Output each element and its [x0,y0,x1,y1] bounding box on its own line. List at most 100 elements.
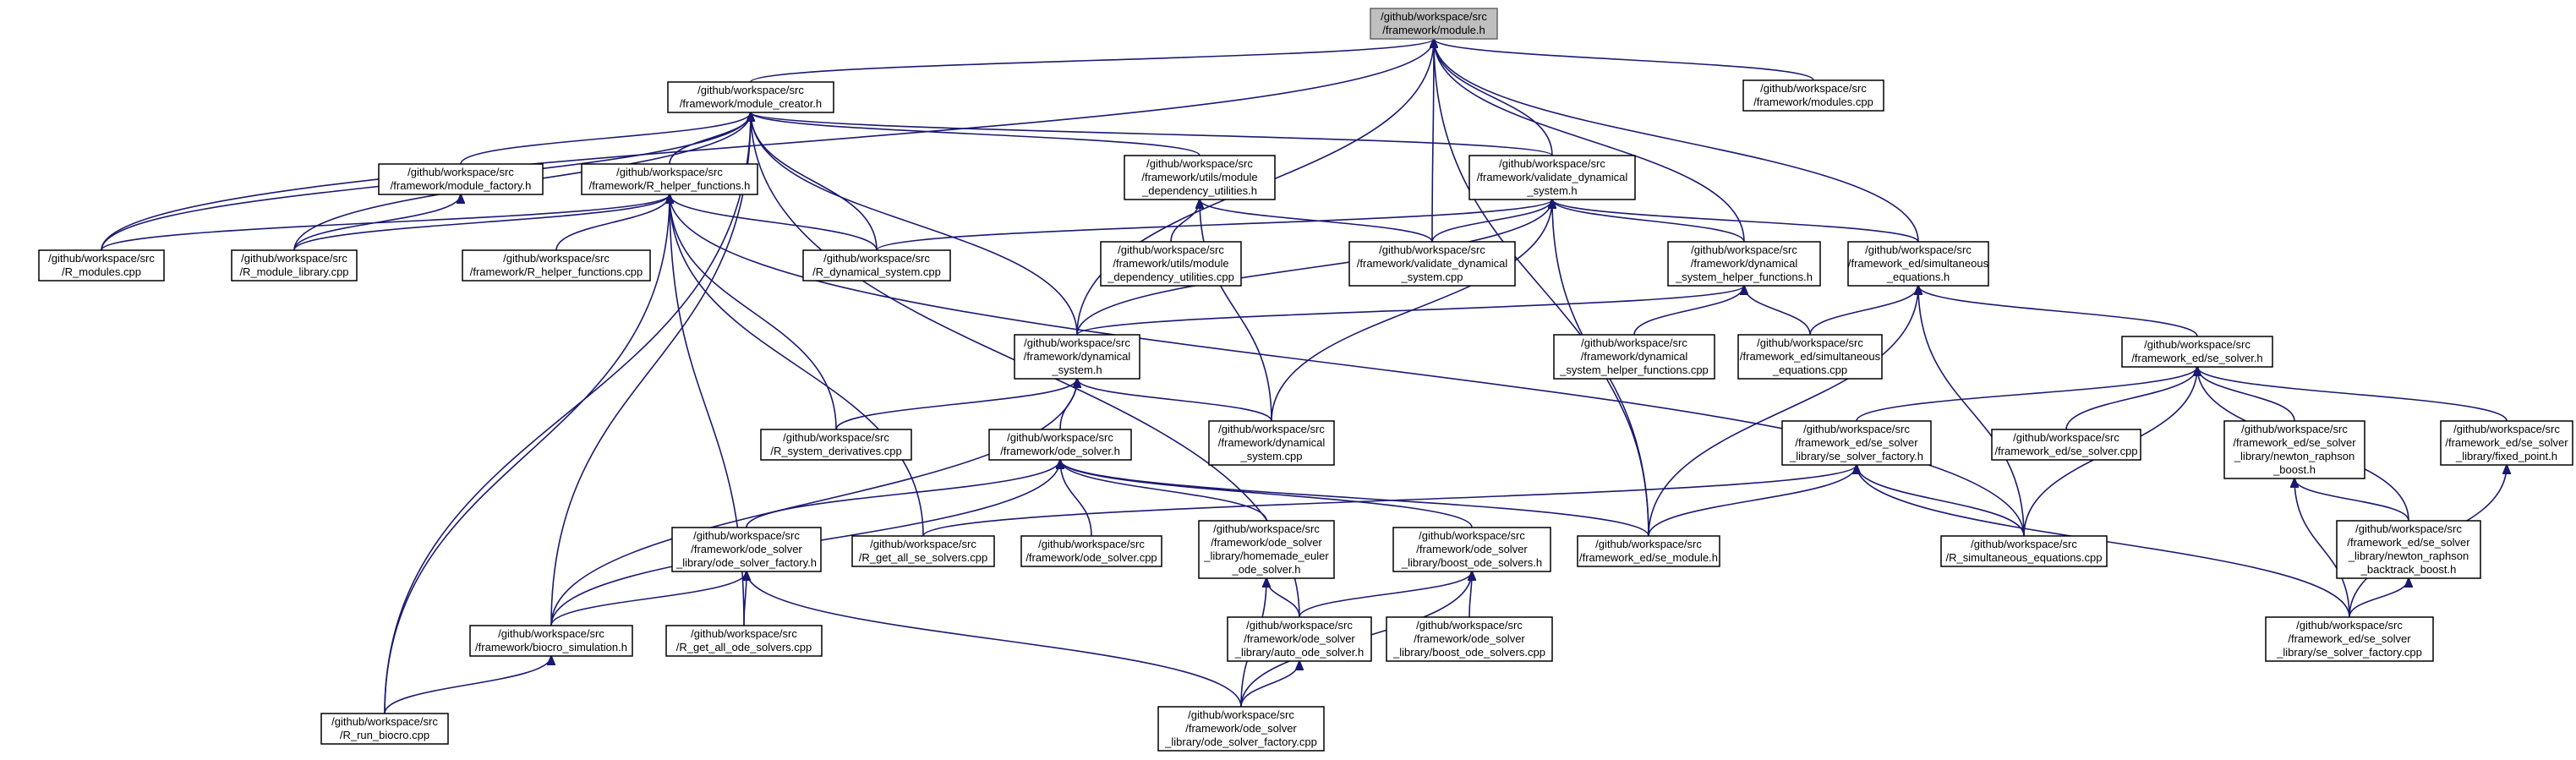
edge-validate_dynamical_system_cpp-to-module_h [1432,39,1434,243]
node-simultaneous_equations_h[interactable]: /github/workspace/src/framework_ed/simul… [1847,241,1989,287]
edge-se_solver_h-to-simultaneous_equations_h [1918,286,2198,337]
node-box [462,249,651,282]
node-fixed_point_h[interactable]: /github/workspace/src/framework_ed/se_so… [2440,420,2573,466]
node-label: /framework_ed/se_solver [2233,436,2356,449]
node-label: _library/se_solver_factory.cpp [2276,646,2422,659]
node-homemade_euler_ode_solver_h[interactable]: /github/workspace/src/framework/ode_solv… [1198,520,1335,579]
node-box [1577,535,1720,567]
node-box [1124,155,1276,200]
node-ode_solver_factory_cpp[interactable]: /github/workspace/src/framework/ode_solv… [1157,706,1325,752]
edge-layer [101,39,2507,714]
node-label: _library/newton_raphson [2348,549,2469,562]
node-newton_raphson_boost_h[interactable]: /github/workspace/src/framework_ed/se_so… [2223,420,2365,479]
node-se_solver_factory_cpp[interactable]: /github/workspace/src/framework_ed/se_so… [2265,616,2434,662]
node-newton_raphson_backtrack_boost_h[interactable]: /github/workspace/src/framework_ed/se_so… [2336,520,2481,579]
node-ode_solver_factory_h[interactable]: /github/workspace/src/framework/ode_solv… [671,527,822,572]
edge-R_modules_cpp-to-module_h [101,39,1434,251]
edge-dynamical_system_helper_functions_h-to-module_h [1434,39,1745,243]
node-label: /github/workspace/src [2355,522,2462,535]
edge-R_simultaneous_equations_cpp-to-R_helper_functions_h [670,194,2025,537]
edge-newton_raphson_boost_h-to-se_solver_h [2197,367,2295,422]
edge-dynamical_system_helper_functions_h-to-validate_dynamical_system_h [1552,200,1745,243]
node-label: /R_modules.cpp [62,265,141,278]
node-se_module_h[interactable]: /github/workspace/src/framework_ed/se_mo… [1577,535,1720,567]
edge-se_module_h-to-ode_solver_h [1060,460,1649,537]
node-simultaneous_equations_cpp[interactable]: /github/workspace/src/framework_ed/simul… [1737,334,1883,380]
node-R_helper_functions_cpp[interactable]: /github/workspace/src/framework/R_helper… [462,249,651,282]
node-boost_ode_solvers_cpp[interactable]: /github/workspace/src/framework/ode_solv… [1386,616,1553,662]
node-dynamical_system_helper_functions_h[interactable]: /github/workspace/src/framework/dynamica… [1667,241,1821,287]
node-ode_solver_h[interactable]: /github/workspace/src/framework/ode_solv… [988,429,1132,461]
edge-R_simultaneous_equations_cpp-to-se_solver_factory_h [1857,465,2025,537]
node-ode_solver_cpp[interactable]: /github/workspace/src/framework/ode_solv… [1020,535,1162,567]
node-R_run_biocro_cpp[interactable]: /github/workspace/src/R_run_biocro.cpp [320,713,449,745]
edge-module_dependency_utilities_cpp-to-module_dependency_utilities_h [1170,200,1200,243]
node-se_solver_h[interactable]: /github/workspace/src/framework_ed/se_so… [2121,336,2273,368]
node-se_solver_cpp[interactable]: /github/workspace/src/framework_ed/se_so… [1991,429,2141,461]
node-modules_cpp[interactable]: /github/workspace/src/framework/modules.… [1742,79,1884,112]
node-label: /R_get_all_ode_solvers.cpp [676,641,812,653]
node-dynamical_system_helper_functions_cpp[interactable]: /github/workspace/src/framework/dynamica… [1553,334,1715,380]
node-dynamical_system_cpp[interactable]: /github/workspace/src/framework/dynamica… [1208,420,1335,466]
edge-dynamical_system_h-to-dynamical_system_helper_functions_h [1076,286,1744,336]
node-R_system_derivatives_cpp[interactable]: /github/workspace/src/R_system_derivativ… [760,429,912,461]
node-label: /framework/validate_dynamical [1357,257,1508,270]
edge-dynamical_system_cpp-to-dynamical_system_h [1077,379,1272,422]
node-label: _library/newton_raphson [2234,450,2354,462]
node-label: /R_run_biocro.cpp [340,729,429,741]
node-label: /R_get_all_se_solvers.cpp [859,551,987,564]
node-label: /framework/utils/module [1113,257,1228,270]
node-label: /framework_ed/simultaneous [1848,257,1989,270]
node-label: _system_helper_functions.h [1675,271,1813,283]
node-dynamical_system_h[interactable]: /github/workspace/src/framework/dynamica… [1014,334,1140,380]
node-label: /framework/ode_solver [1414,632,1525,645]
node-box [1392,527,1551,572]
edge-R_module_library_cpp-to-R_helper_functions_h [293,194,670,251]
node-R_modules_cpp[interactable]: /github/workspace/src/R_modules.cpp [38,249,165,282]
node-R_helper_functions_h[interactable]: /github/workspace/src/framework/R_helper… [581,163,758,195]
node-label: /github/workspace/src [1146,157,1253,170]
node-box [1370,8,1498,40]
node-label: /github/workspace/src [2013,431,2119,444]
node-box [2440,420,2573,466]
node-R_get_all_ode_solvers_cpp[interactable]: /github/workspace/src/R_get_all_ode_solv… [665,625,823,657]
edge-ode_solver_factory_cpp-to-auto_ode_solver_h [1240,661,1299,708]
node-module_dependency_utilities_h[interactable]: /github/workspace/src/framework/utils/mo… [1124,155,1276,200]
node-label: /framework_ed/se_solver [2445,436,2568,449]
node-label: /framework/R_helper_functions.cpp [470,265,643,278]
node-label: /framework/ode_solver.h [1000,445,1120,457]
node-R_get_all_se_solvers_cpp[interactable]: /github/workspace/src/R_get_all_se_solve… [851,535,995,567]
node-box [1208,420,1335,466]
edge-R_run_biocro_cpp-to-module_creator_h [384,112,751,714]
node-label: /framework_ed/simultaneous [1740,350,1881,363]
node-auto_ode_solver_h[interactable]: /github/workspace/src/framework/ode_solv… [1227,616,1372,662]
node-module_factory_h[interactable]: /github/workspace/src/framework/module_f… [378,163,544,195]
node-label: /framework/utils/module [1141,171,1257,183]
edge-ode_solver_factory_cpp-to-ode_solver_factory_h [747,571,1242,708]
node-box [1553,334,1715,380]
node-box [665,625,823,657]
node-se_solver_factory_h[interactable]: /github/workspace/src/framework_ed/se_so… [1781,420,1932,466]
edge-R_modules_cpp-to-R_helper_functions_h [101,194,670,251]
node-module_dependency_utilities_cpp[interactable]: /github/workspace/src/framework/utils/mo… [1100,241,1242,287]
node-R_dynamical_system_cpp[interactable]: /github/workspace/src/R_dynamical_system… [802,249,951,282]
node-label: _dependency_utilities.h [1141,184,1257,197]
node-R_simultaneous_equations_cpp[interactable]: /github/workspace/src/R_simultaneous_equ… [1940,535,2108,567]
node-label: /framework_ed/se_solver [2347,536,2470,549]
edge-R_get_all_ode_solvers_cpp-to-ode_solver_factory_h [744,571,747,626]
edge-biocro_simulation_h-to-ode_solver_factory_h [550,571,747,626]
node-biocro_simulation_h[interactable]: /github/workspace/src/framework/biocro_s… [469,625,633,657]
edge-fixed_point_h-to-se_solver_h [2197,367,2508,422]
node-boost_ode_solvers_h[interactable]: /github/workspace/src/framework/ode_solv… [1392,527,1551,572]
node-R_module_library_cpp[interactable]: /github/workspace/src/R_module_library.c… [231,249,358,282]
edge-simultaneous_equations_cpp-to-simultaneous_equations_h [1809,286,1918,336]
node-validate_dynamical_system_h[interactable]: /github/workspace/src/framework/validate… [1468,155,1636,200]
node-validate_dynamical_system_cpp[interactable]: /github/workspace/src/framework/validate… [1348,241,1516,287]
node-module_creator_h[interactable]: /github/workspace/src/framework/module_c… [667,81,834,113]
node-label: /github/workspace/src [693,529,800,542]
node-label: _system.h [1526,184,1577,197]
node-label: /github/workspace/src [1381,10,1487,23]
edge-se_module_h-to-module_h [1434,39,1649,537]
node-box [1468,155,1636,200]
node-module_h[interactable]: /github/workspace/src/framework/module.h [1370,8,1498,40]
